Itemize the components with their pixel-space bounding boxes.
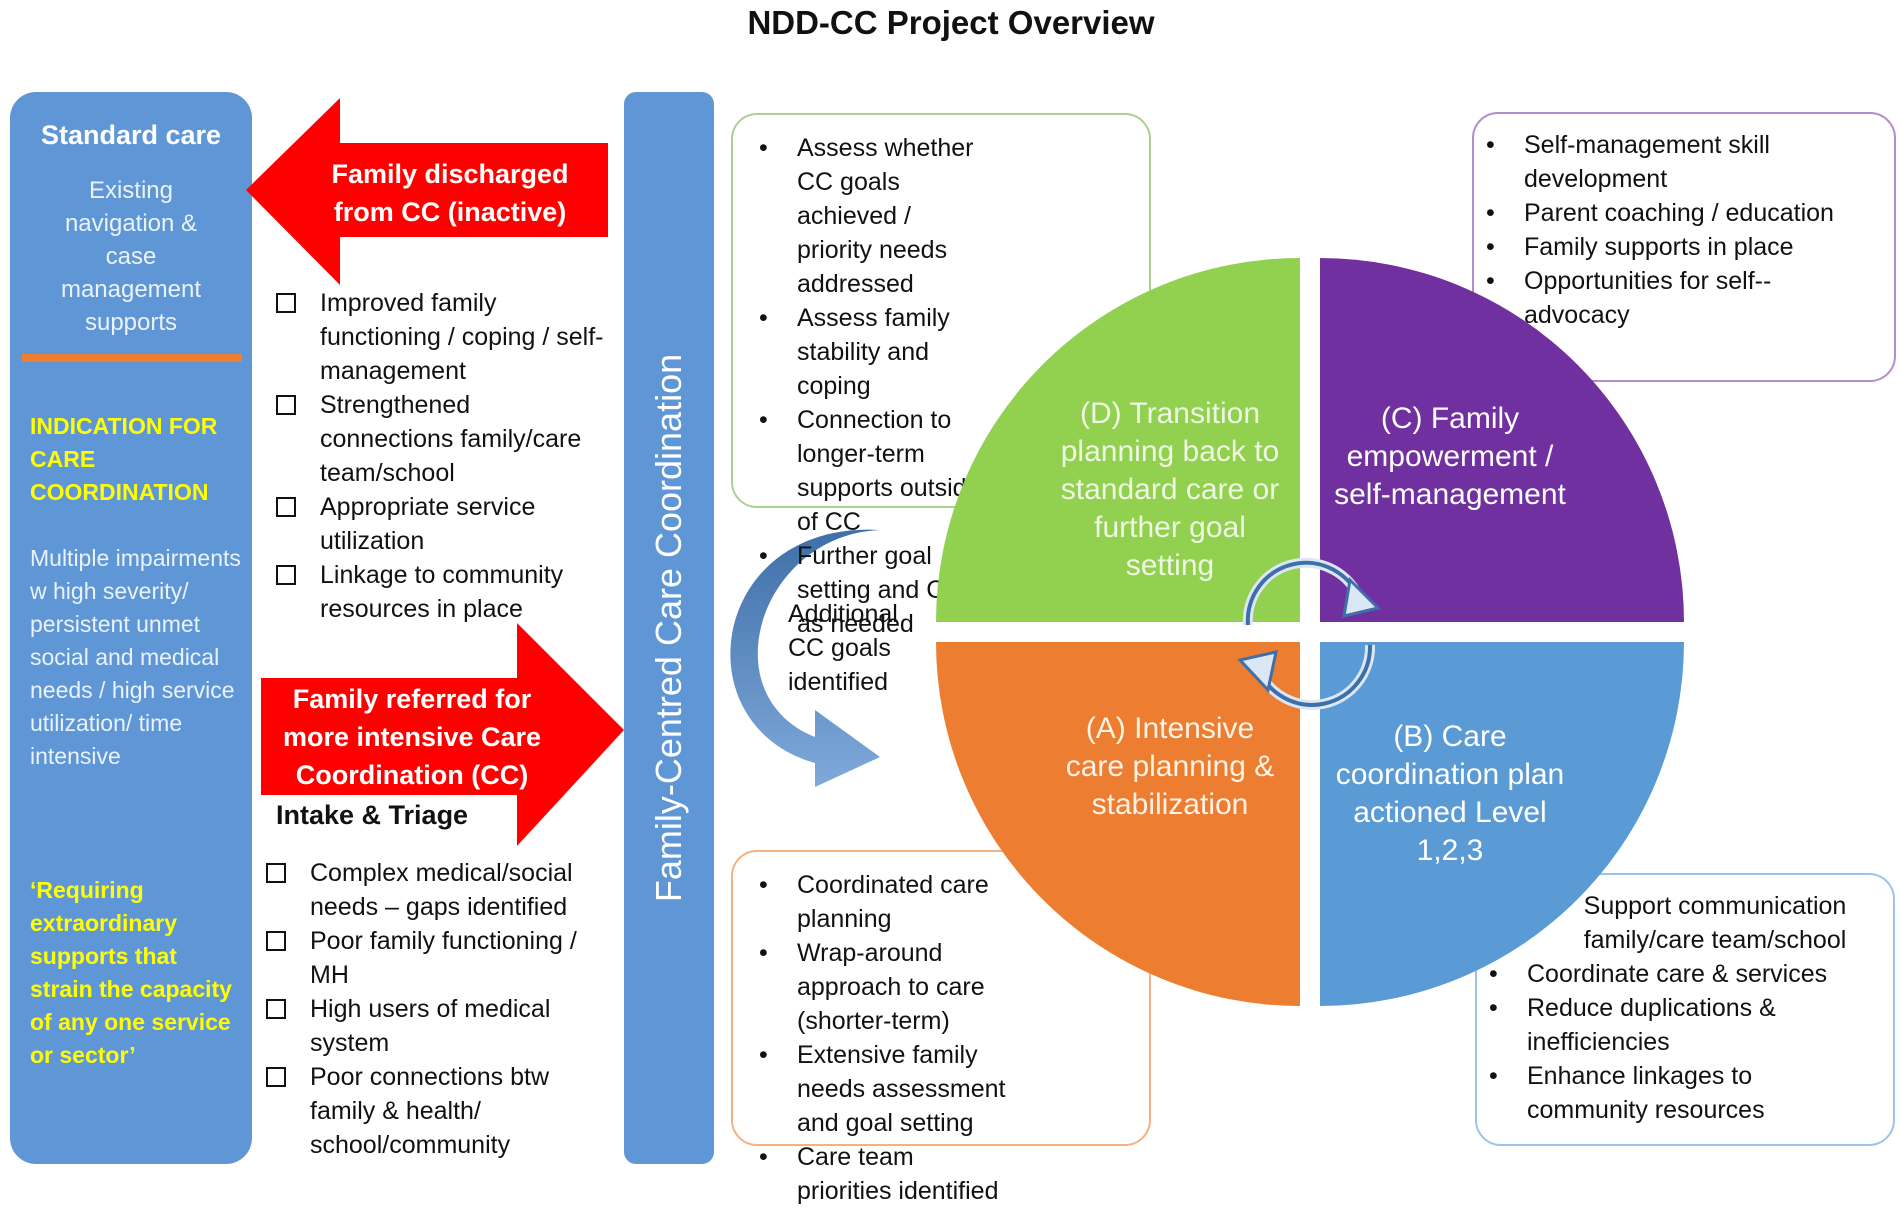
- quadrant-b: [1320, 642, 1684, 1006]
- list-item: Extensive family needs assessment and go…: [747, 1038, 1007, 1140]
- list-item: Wrap-around approach to care (shorter-te…: [747, 936, 1007, 1038]
- list-item: Enhance linkages to community resources: [1477, 1059, 1877, 1127]
- discharge-outcomes-list: Improved family functioning / coping / s…: [276, 286, 606, 626]
- quadrant-b-label: (B) Care coordination plan actioned Leve…: [1335, 720, 1565, 867]
- quadrant-a-label: (A) Intensive care planning & stabilizat…: [1065, 712, 1275, 821]
- quadrant-a: [936, 642, 1300, 1006]
- coordination-intro: Support communication family/care team/s…: [1583, 892, 1847, 954]
- care-cycle-circle: [936, 258, 1684, 1006]
- page-title: NDD-CC Project Overview: [747, 4, 1155, 41]
- list-item: Self-management skill development: [1474, 128, 1874, 196]
- standard-care-panel: Standard care Existing navigation & case…: [10, 92, 252, 1164]
- list-item: Family supports in place: [1474, 230, 1874, 264]
- list-item: Coordinated care planning: [747, 868, 1007, 936]
- referral-arrow-label: Family referred for more intensive Care …: [282, 684, 542, 790]
- list-item: Complex medical/social needs – gaps iden…: [266, 856, 606, 924]
- standard-care-title: Standard care: [40, 120, 222, 150]
- indication-title: INDICATION FOR CARE COORDINATION: [30, 413, 218, 505]
- indication-text: Multiple impairments w high severity/ pe…: [30, 545, 241, 769]
- list-item: Linkage to community resources in place: [276, 558, 606, 626]
- discharge-arrow: [246, 98, 608, 285]
- indication-quote: ‘Requiring extraordinary supports that s…: [30, 877, 232, 1068]
- list-item: Connection to longer-term supports outsi…: [747, 403, 992, 539]
- care-coordination-label: Family-Centred Care Coordination: [648, 353, 689, 903]
- list-item: Assess family stability and coping: [747, 301, 992, 403]
- list-item: Reduce duplications & inefficiencies: [1477, 991, 1877, 1059]
- care-coordination-bar: Family-Centred Care Coordination: [624, 92, 714, 1164]
- intake-list: Complex medical/social needs – gaps iden…: [266, 856, 606, 1162]
- discharge-arrow-label: Family discharged from CC (inactive): [331, 159, 569, 227]
- empowerment-list: Self-management skill development Parent…: [1474, 128, 1874, 332]
- list-item: Further goal setting and CC as needed: [747, 539, 992, 641]
- orange-divider: [22, 354, 242, 362]
- quadrant-c: [1320, 258, 1684, 622]
- list-item: Coordinate care & services: [1477, 957, 1877, 991]
- referral-arrow: [261, 623, 624, 846]
- list-item: Strengthened connections family/care tea…: [276, 388, 606, 490]
- list-item: Poor connections btw family & health/ sc…: [266, 1060, 606, 1162]
- list-item: Appropriate service utilization: [276, 490, 606, 558]
- cycle-arrows-icon: [1237, 557, 1381, 710]
- list-item: Poor family functioning / MH: [266, 924, 606, 992]
- quadrant-d-label: (D) Transition planning back to standard…: [1060, 397, 1280, 582]
- intake-title: Intake & Triage: [276, 800, 469, 830]
- quadrant-c-label: (C) Family empowerment / self-management: [1334, 402, 1566, 511]
- list-item: Improved family functioning / coping / s…: [276, 286, 606, 388]
- transition-list: Assess whether CC goals achieved / prior…: [747, 131, 992, 641]
- standard-care-text: Existing navigation & case management su…: [60, 177, 202, 336]
- list-item: Assess whether CC goals achieved / prior…: [747, 131, 992, 301]
- coordination-list: Coordinate care & services Reduce duplic…: [1477, 957, 1877, 1127]
- list-item: Opportunities for self--advocacy: [1474, 264, 1874, 332]
- box-coordination: Support communication family/care team/s…: [1475, 873, 1895, 1146]
- list-item: Care team priorities identified: [747, 1140, 1007, 1208]
- list-item: Parent coaching / education: [1474, 196, 1874, 230]
- list-item: High users of medical system: [266, 992, 606, 1060]
- quadrant-d: [936, 258, 1300, 622]
